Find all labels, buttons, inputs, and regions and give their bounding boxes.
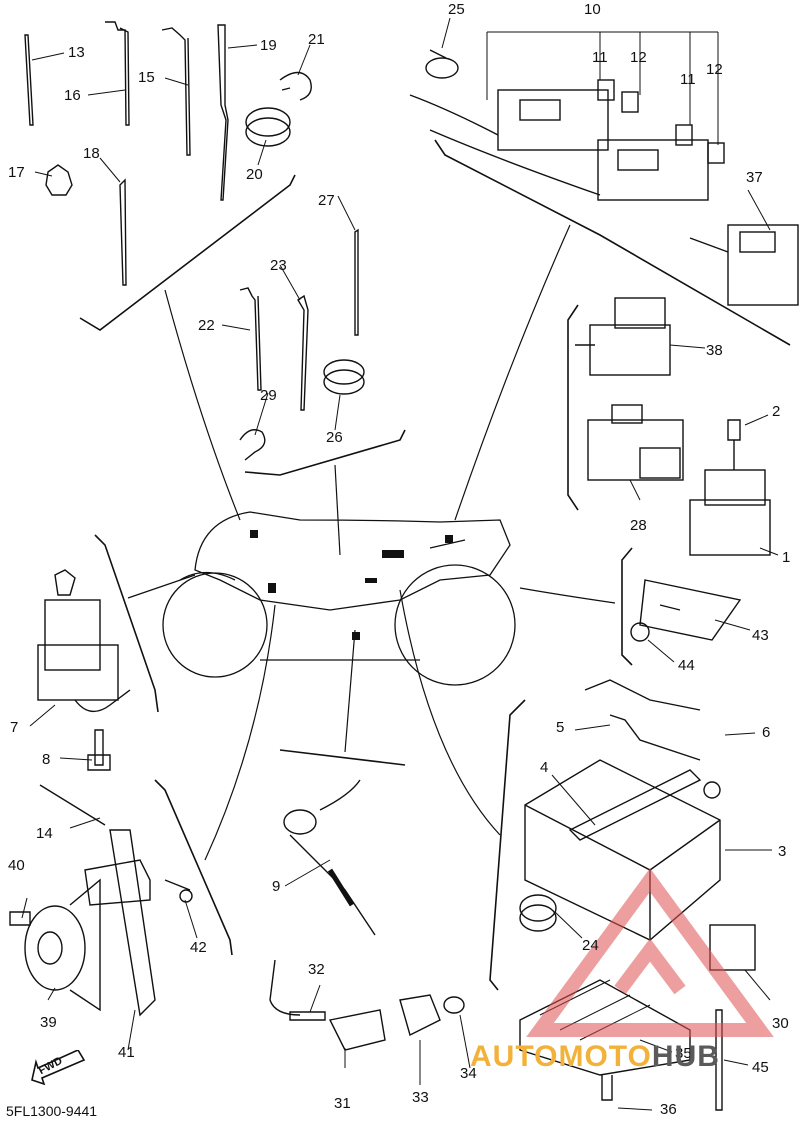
watermark-logo	[526, 868, 774, 1037]
part-label-9: 9	[272, 878, 281, 895]
part-label-22: 22	[198, 317, 215, 334]
part-label-44: 44	[678, 657, 695, 674]
part-label-34: 34	[460, 1065, 477, 1082]
group-brackets	[79, 139, 791, 991]
cable-ties-group	[24, 21, 312, 286]
part-label-17: 17	[8, 164, 25, 181]
part-label-2: 2	[772, 403, 781, 420]
part-label-39: 39	[40, 1014, 57, 1031]
part-label-32: 32	[308, 961, 325, 978]
motorcycle-silhouette	[162, 511, 516, 686]
part-label-7: 7	[10, 719, 19, 736]
horn-group	[9, 784, 193, 1017]
watermark-part2: HUB	[651, 1040, 720, 1073]
part-label-1: 1	[782, 549, 791, 566]
part-label-30: 30	[772, 1015, 789, 1032]
part-label-35: 35	[675, 1045, 692, 1062]
relay-connectors-group	[409, 31, 799, 306]
part-label-19: 19	[260, 37, 277, 54]
mount-markers	[250, 530, 453, 640]
main-switch-group	[37, 569, 131, 771]
part-label-6: 6	[762, 724, 771, 741]
part-label-43: 43	[752, 627, 769, 644]
part-label-28: 28	[630, 517, 647, 534]
part-label-24: 24	[582, 937, 599, 954]
leader-lines	[127, 224, 616, 861]
part-label-41: 41	[118, 1044, 135, 1061]
part-label-5: 5	[556, 719, 565, 736]
diagram-part-code: 5FL1300-9441	[6, 1103, 98, 1119]
switch-bracket-group	[269, 959, 465, 1051]
part-label-11b: 11	[680, 71, 696, 88]
part-label-31: 31	[334, 1095, 351, 1112]
part-label-13: 13	[68, 44, 85, 61]
part-label-20: 20	[246, 166, 263, 183]
part-label-10: 10	[584, 1, 601, 18]
electrical-units-group	[575, 297, 771, 556]
battery-group	[519, 679, 721, 941]
part-label-40: 40	[8, 857, 25, 874]
part-label-11a: 11	[592, 49, 608, 66]
part-label-36: 36	[660, 1101, 677, 1118]
part-label-4: 4	[540, 759, 549, 776]
part-label-12a: 12	[630, 49, 647, 66]
part-label-37: 37	[746, 169, 763, 186]
part-label-29: 29	[260, 387, 277, 404]
part-label-25: 25	[448, 1, 465, 18]
forward-arrow-icon	[31, 1050, 86, 1086]
part-label-26: 26	[326, 429, 343, 446]
part-label-21: 21	[308, 31, 325, 48]
part-label-42: 42	[190, 939, 207, 956]
plate-group	[630, 579, 742, 642]
watermark-text: AUTOMOTOHUB	[470, 1040, 720, 1074]
part-label-45: 45	[752, 1059, 769, 1076]
part-label-38: 38	[706, 342, 723, 359]
part-label-12b: 12	[706, 61, 723, 78]
part-label-14: 14	[36, 825, 53, 842]
sensor-group	[283, 779, 376, 936]
part-label-27: 27	[318, 192, 335, 209]
part-label-16: 16	[64, 87, 81, 104]
part-label-23: 23	[270, 257, 287, 274]
part-label-33: 33	[412, 1089, 429, 1106]
label-leaders	[21, 17, 779, 1111]
part-label-15: 15	[138, 69, 155, 86]
part-label-3: 3	[778, 843, 787, 860]
watermark-part1: AUTOMOTO	[470, 1040, 652, 1073]
wire-clips-group	[239, 228, 365, 461]
part-label-18: 18	[83, 145, 100, 162]
part-label-8: 8	[42, 751, 51, 768]
